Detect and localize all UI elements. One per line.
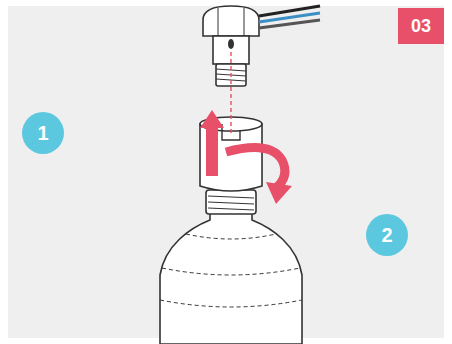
turn-arrow [226, 148, 285, 189]
label-text: 1 [37, 122, 48, 145]
neck-threads [208, 196, 254, 210]
label-text: 2 [381, 224, 392, 247]
callout-number: 2 [366, 214, 408, 256]
lift-arrow [200, 110, 224, 176]
bottle [160, 212, 302, 344]
guide-line [230, 52, 231, 134]
callout-number: 1 [22, 112, 64, 154]
bottle-line [162, 268, 300, 275]
wire [259, 20, 320, 28]
step-badge: 03 [398, 8, 444, 44]
bottle-neck [206, 190, 256, 214]
turn-arrowhead [266, 182, 292, 204]
sensor-pin [228, 39, 234, 49]
bottle-line [160, 300, 302, 307]
sensor-nut [203, 6, 259, 36]
bottle-line [186, 234, 276, 239]
label-text: 03 [411, 16, 431, 37]
